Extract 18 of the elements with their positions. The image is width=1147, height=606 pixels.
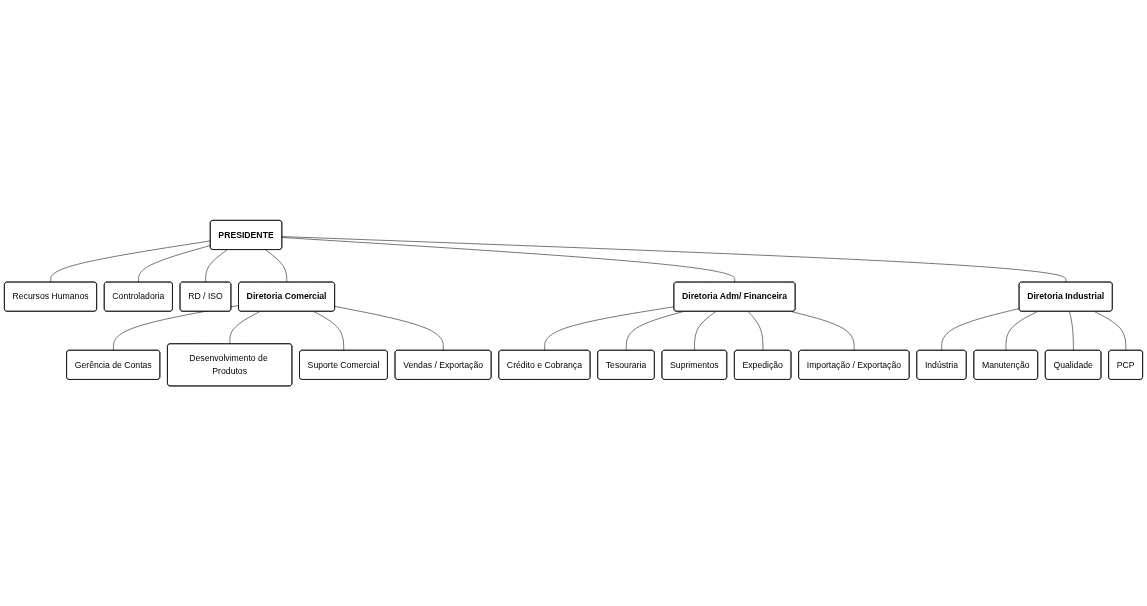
- connector: [334, 306, 444, 351]
- connector: [313, 311, 344, 351]
- connector: [941, 308, 1020, 351]
- connector: [791, 311, 855, 351]
- connector: [138, 245, 211, 283]
- connector: [1094, 311, 1127, 351]
- connector: [205, 249, 228, 283]
- connector: [1005, 311, 1038, 351]
- connector: [265, 249, 288, 283]
- connector: [544, 306, 675, 351]
- connector: [281, 237, 736, 283]
- connector: [113, 305, 240, 351]
- connector: [281, 236, 1067, 283]
- connector: [694, 311, 716, 351]
- connector: [50, 240, 211, 283]
- connector: [1069, 311, 1074, 351]
- connector: [229, 311, 261, 345]
- connector: [747, 311, 764, 351]
